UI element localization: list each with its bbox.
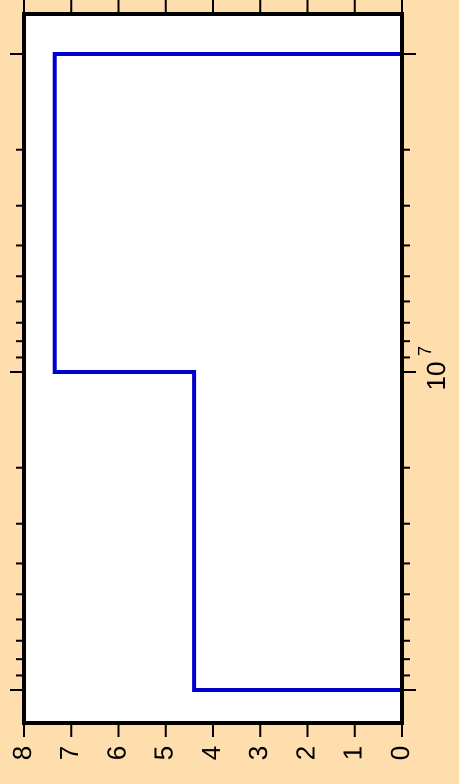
plot-frame [22, 12, 404, 725]
y-tick-label-2: 2 [290, 746, 320, 760]
labels-layer: 0 1 2 3 4 5 6 7 8 10 7 [7, 346, 451, 760]
plot-area [22, 12, 404, 725]
y-tick-label-3: 3 [243, 746, 273, 760]
y-tick-label-6: 6 [101, 746, 131, 760]
y-tick-label-4: 4 [196, 746, 226, 760]
series-layer [52, 52, 402, 692]
series-line-0 [52, 52, 402, 692]
y-tick-label-8: 8 [7, 746, 37, 760]
y-tick-label-1: 1 [338, 746, 368, 760]
ticks-layer [10, 0, 416, 737]
y-tick-label-0: 0 [385, 746, 415, 760]
y-tick-label-5: 5 [149, 746, 179, 760]
x-tick-label: 10 7 [415, 346, 451, 390]
x-tick-label-base: 10 [421, 362, 451, 391]
x-tick-label-exponent: 7 [415, 346, 435, 356]
y-tick-label-7: 7 [54, 746, 84, 760]
